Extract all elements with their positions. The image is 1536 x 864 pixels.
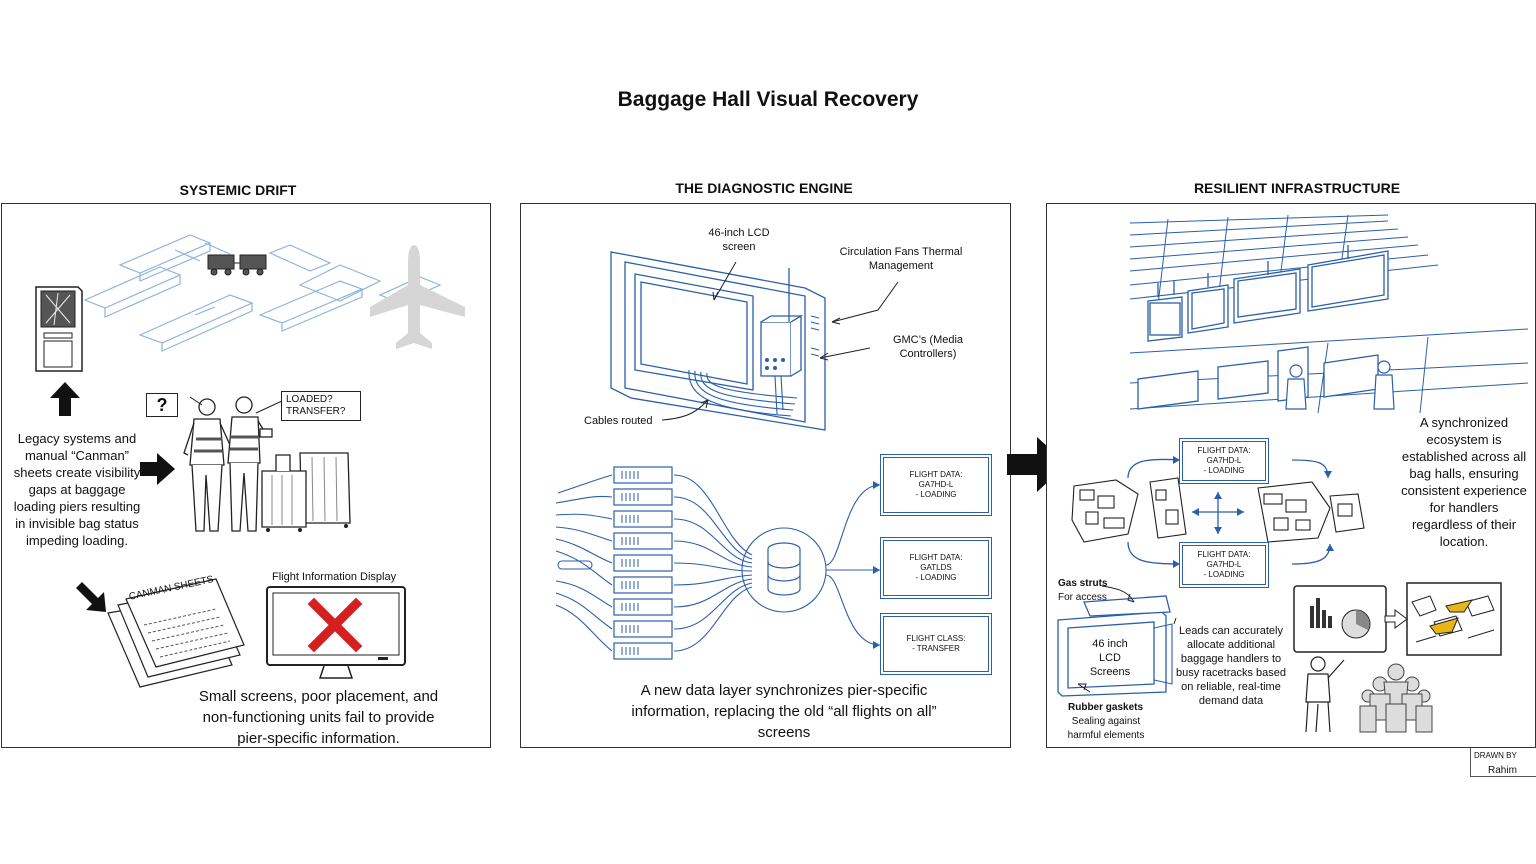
up-arrow-icon xyxy=(50,382,80,416)
circulation-fans-label: Circulation Fans Thermal Management xyxy=(839,246,963,272)
leads-text: Leads can accurately allocate additional… xyxy=(1175,625,1287,707)
engine-flight-card-1: FLIGHT DATA: GA7HD-L - LOADING xyxy=(880,454,992,516)
card-line3: - LOADING xyxy=(915,573,957,582)
card-line1: FLIGHT DATA: xyxy=(909,553,963,562)
page-title: Baggage Hall Visual Recovery xyxy=(617,88,919,111)
engine-flight-card-3: FLIGHT CLASS: - TRANSFER xyxy=(880,613,992,675)
canman-sheets-icon xyxy=(107,578,245,688)
isometric-pier-map-icon xyxy=(83,234,442,352)
card-line1: FLIGHT DATA: xyxy=(1197,446,1251,455)
broken-display-icon xyxy=(266,586,406,679)
airplane-icon xyxy=(370,245,465,349)
engine-bottom-text: A new data layer synchronizes pier-speci… xyxy=(631,682,937,741)
card-line2: GA7HD-L xyxy=(1206,456,1242,465)
card-line3: - LOADING xyxy=(915,490,957,499)
error-x-icon xyxy=(307,597,363,653)
engine-flight-card-2: FLIGHT DATA: GATLDS - LOADING xyxy=(880,537,992,599)
small-right-arrow-icon xyxy=(1384,609,1408,629)
workers-icon xyxy=(183,396,283,532)
data-flow-diagram xyxy=(555,466,881,660)
drift-bottom-text: Small screens, poor placement, and non-f… xyxy=(198,688,439,747)
kiosk-icon xyxy=(35,286,83,372)
card-line2: - TRANSFER xyxy=(912,644,960,653)
lcd-screens-label: 46 inch LCD Screens xyxy=(1089,638,1131,678)
right-arrow-icon xyxy=(140,453,175,485)
presenter-dashboard-icon xyxy=(1293,585,1390,733)
resilient-flight-card-2: FLIGHT DATA: GA7HD-L - LOADING xyxy=(1179,542,1269,588)
rubber-gaskets-sub: Sealing against harmful elements xyxy=(1067,716,1145,741)
card-line3: - LOADING xyxy=(1203,466,1245,475)
legacy-systems-text: Legacy systems and manual “Canman” sheet… xyxy=(13,431,141,548)
floor-plans-diagram xyxy=(1071,456,1365,568)
enclosure-struts-icon xyxy=(1057,585,1177,697)
card-line1: FLIGHT CLASS: xyxy=(906,634,966,643)
fid-label: Flight Information Display xyxy=(272,571,397,583)
card-line1: FLIGHT DATA: xyxy=(1197,550,1251,559)
speech-bubble: LOADED? TRANSFER? xyxy=(281,391,361,421)
card-line1: FLIGHT DATA: xyxy=(909,470,963,479)
drawn-by-name: Rahim xyxy=(1488,765,1517,776)
card-line2: GATLDS xyxy=(920,563,952,572)
gmc-label: GMC’s (Media Controllers) xyxy=(892,334,964,360)
lcd-screen-label: 46-inch LCD screen xyxy=(708,227,770,253)
route-map-icon xyxy=(1406,582,1502,656)
gas-struts-sub: For access xyxy=(1058,592,1107,603)
card-line3: - LOADING xyxy=(1203,570,1245,579)
card-line2: GA7HD-L xyxy=(918,480,954,489)
suitcases-icon xyxy=(261,452,351,532)
team-group-icon xyxy=(1359,663,1433,733)
gas-struts-title: Gas struts xyxy=(1058,578,1108,589)
card-line2: GA7HD-L xyxy=(1206,560,1242,569)
cables-label: Cables routed xyxy=(584,415,653,427)
rubber-gaskets-title: Rubber gaskets xyxy=(1068,702,1144,713)
baggage-hall-icon xyxy=(1129,214,1529,414)
lcd-enclosure-icon xyxy=(610,251,826,431)
engine-heading: THE DIAGNOSTIC ENGINE xyxy=(675,180,853,196)
sync-text: A synchronized ecosystem is established … xyxy=(1401,415,1527,549)
question-box: ? xyxy=(146,393,178,417)
resilient-flight-card-1: FLIGHT DATA: GA7HD-L - LOADING xyxy=(1179,438,1269,484)
down-right-arrow-icon xyxy=(76,582,106,612)
drawn-by-box xyxy=(1470,748,1536,777)
drift-heading: SYSTEMIC DRIFT xyxy=(179,182,297,198)
resilient-heading: RESILIENT INFRASTRUCTURE xyxy=(1193,180,1401,196)
drawn-by-label: DRAWN BY xyxy=(1474,751,1517,760)
